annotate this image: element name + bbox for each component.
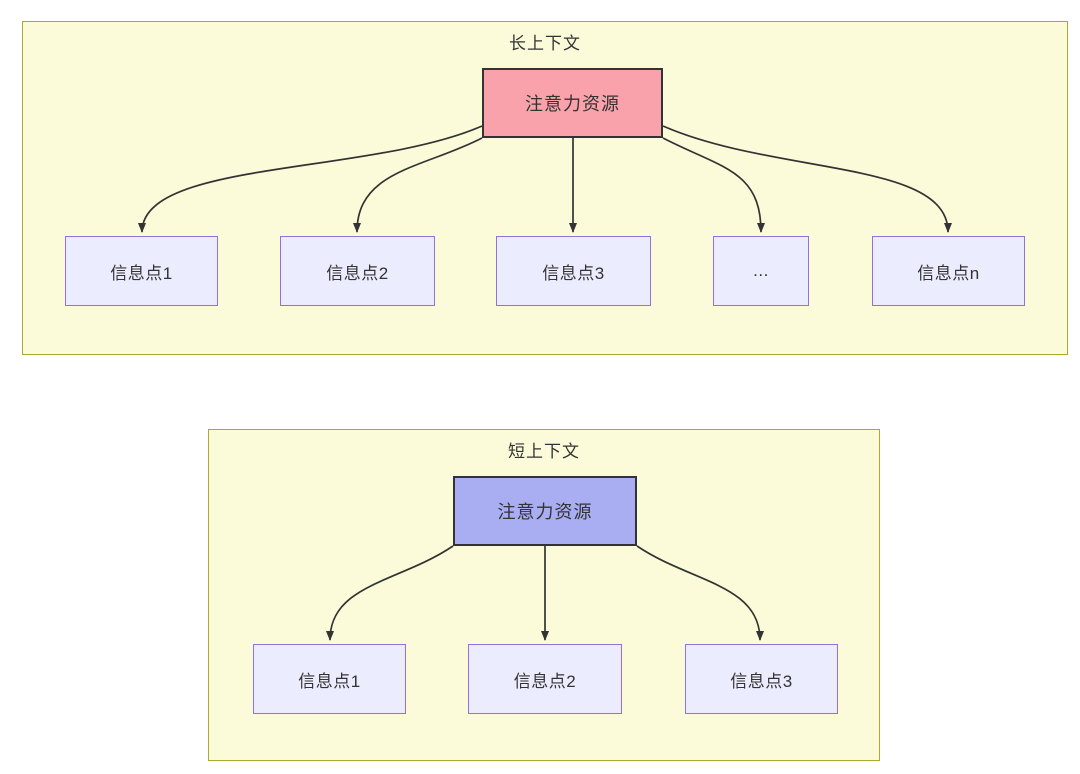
info-node-long-ellipsis: ... [713, 236, 809, 306]
info-node-short-2: 信息点2 [468, 644, 622, 714]
attention-node-short: 注意力资源 [453, 476, 637, 546]
attention-node-long: 注意力资源 [482, 68, 663, 138]
info-node-long-1: 信息点1 [65, 236, 218, 306]
info-node-long-n: 信息点n [872, 236, 1025, 306]
info-node-long-3: 信息点3 [496, 236, 651, 306]
info-node-long-2: 信息点2 [280, 236, 435, 306]
info-node-short-1: 信息点1 [253, 644, 406, 714]
info-node-short-3: 信息点3 [685, 644, 838, 714]
long-context-title: 长上下文 [509, 34, 581, 53]
short-context-title: 短上下文 [508, 442, 580, 461]
